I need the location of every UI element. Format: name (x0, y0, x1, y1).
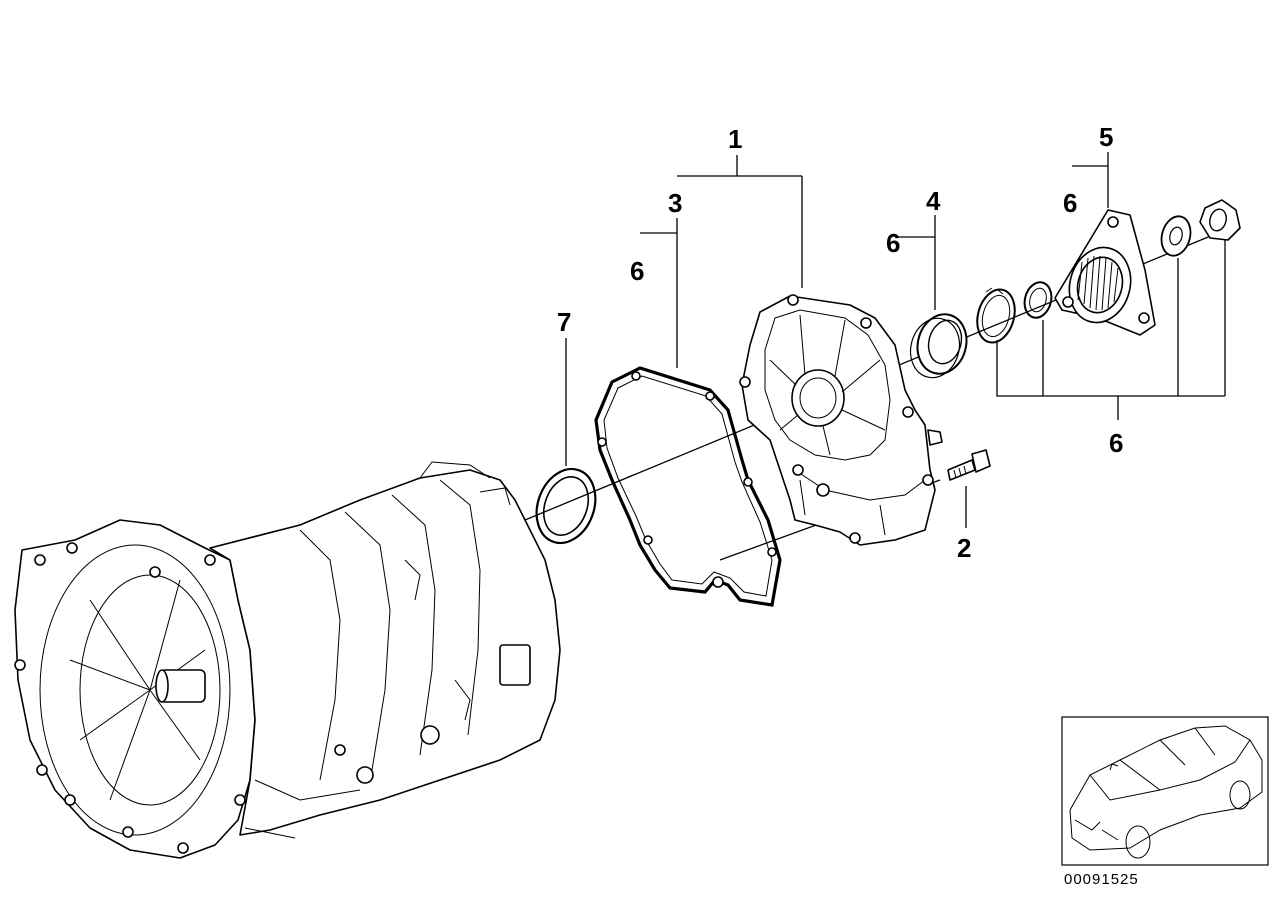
spacer-ring[interactable] (1021, 279, 1055, 321)
transmission-housing[interactable] (14, 461, 561, 859)
reference-number: 00091525 (1064, 871, 1139, 888)
vehicle-thumbnail (1061, 716, 1269, 866)
collar-nut[interactable] (1199, 199, 1241, 241)
circlip[interactable] (972, 285, 1021, 346)
callout-6-group: 6 (1109, 428, 1123, 458)
output-flange-part-5[interactable] (1054, 209, 1156, 336)
callout-1: 1 (728, 124, 742, 154)
callout-6-seal: 6 (886, 228, 900, 258)
callout-5: 5 (1099, 122, 1113, 152)
bolt-part-2[interactable] (947, 449, 991, 481)
o-ring-part-7[interactable] (527, 461, 606, 552)
callout-4: 4 (926, 186, 941, 216)
callout-7: 7 (557, 307, 571, 337)
callout-6-gasket: 6 (630, 256, 644, 286)
callout-2: 2 (957, 533, 971, 563)
callout-leaders (565, 152, 1226, 528)
callout-3: 3 (668, 188, 682, 218)
washer[interactable] (1157, 213, 1194, 259)
gasket-part-3[interactable] (594, 366, 782, 607)
callout-6-flange: 6 (1063, 188, 1077, 218)
transmission-cover-part-1[interactable] (739, 294, 943, 546)
shaft-seal-part-4[interactable] (904, 309, 973, 383)
